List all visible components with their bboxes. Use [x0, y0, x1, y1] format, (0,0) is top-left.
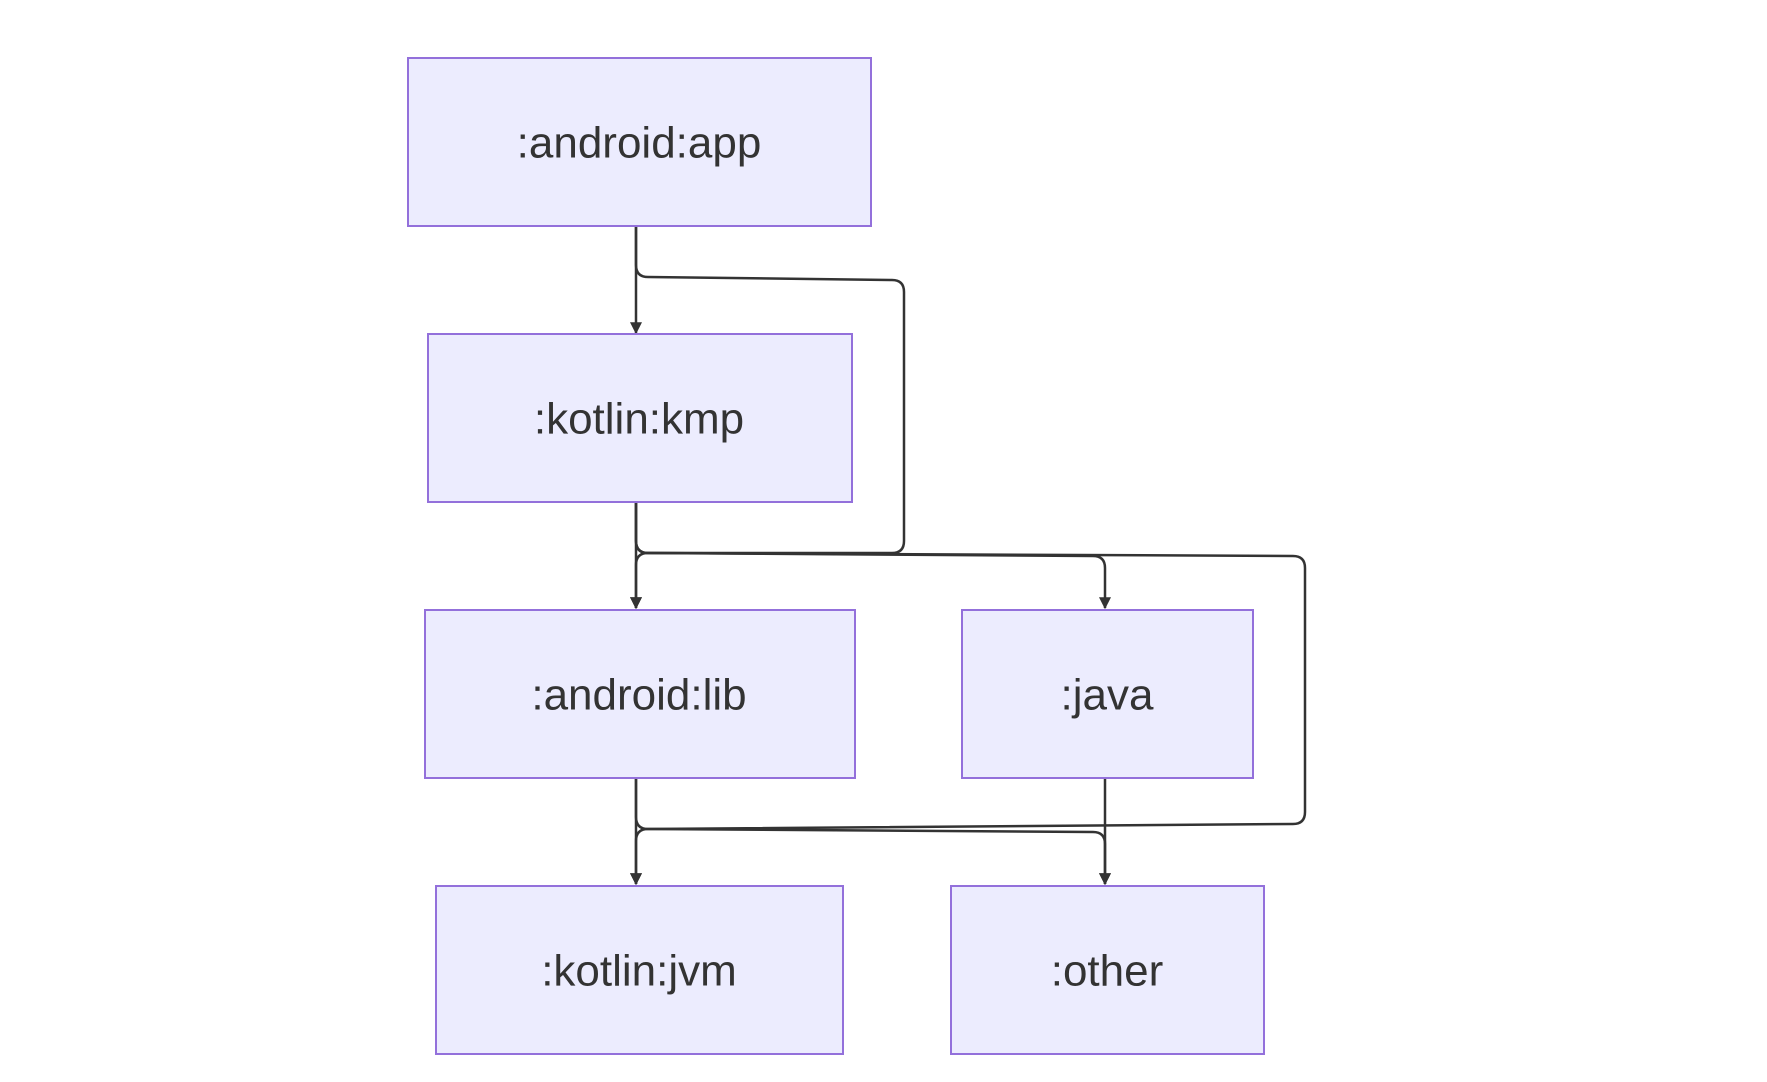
node-android-app[interactable]: :android:app [407, 57, 872, 227]
node-label: :other [1051, 947, 1164, 996]
node-kotlin-kmp[interactable]: :kotlin:kmp [427, 333, 853, 503]
node-label: :java [1061, 671, 1154, 720]
node-kotlin-jvm[interactable]: :kotlin:jvm [435, 885, 844, 1055]
edge-kotlin-kmp-to-kotlin-jvm [630, 500, 1307, 886]
nodes-layer: :android:app :kotlin:kmp :android:lib :j… [407, 57, 1265, 1055]
edge-android-app-to-android-lib [630, 224, 906, 610]
node-other[interactable]: :other [950, 885, 1265, 1055]
edge-android-lib-to-other [634, 776, 1111, 886]
node-label: :kotlin:jvm [541, 947, 737, 996]
node-java[interactable]: :java [961, 609, 1254, 779]
node-label: :android:app [517, 119, 762, 168]
edges-layer [630, 224, 1307, 886]
node-label: :android:lib [531, 671, 746, 720]
node-android-lib[interactable]: :android:lib [424, 609, 856, 779]
node-label: :kotlin:kmp [534, 395, 744, 444]
